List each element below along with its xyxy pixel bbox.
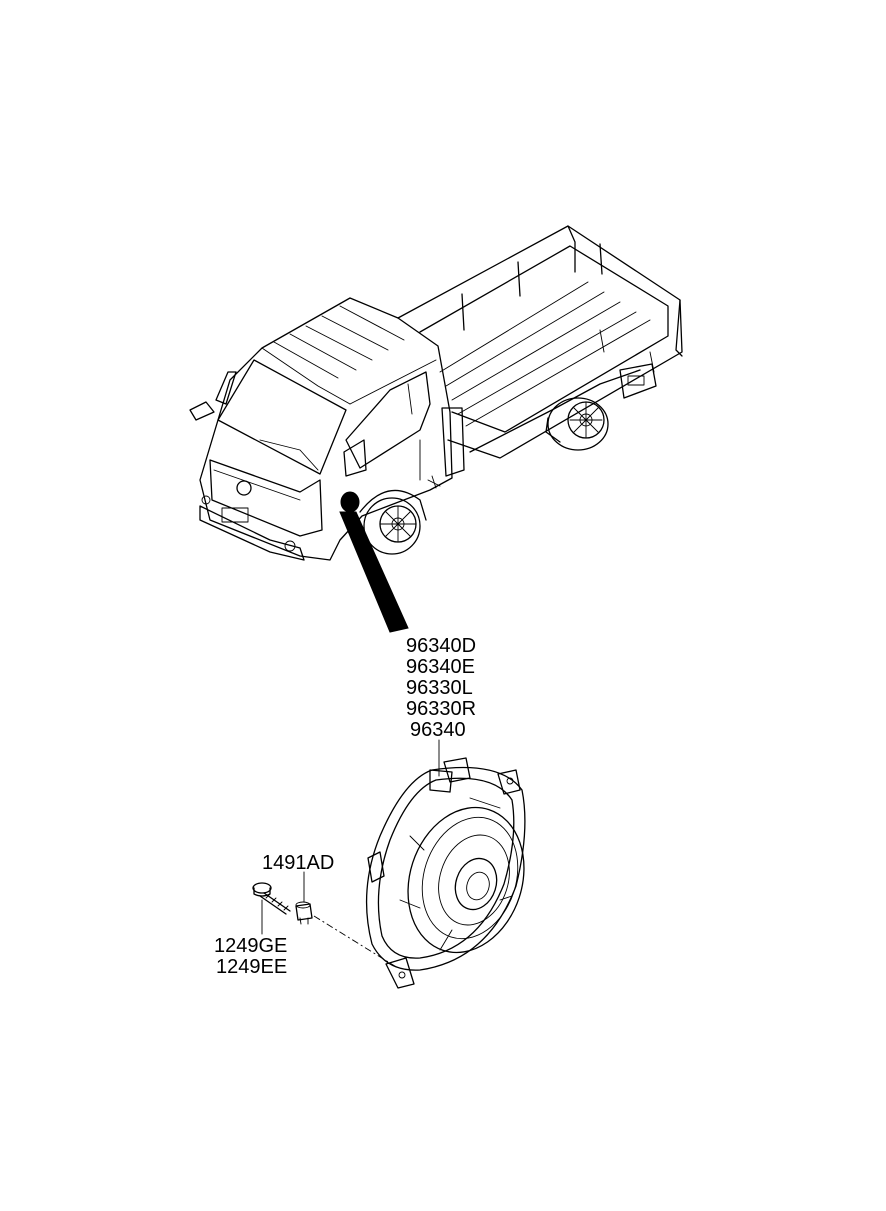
callout-96340: 96340 <box>410 719 466 741</box>
speaker-callouts: 96340D 96340E 96330L 96330R 96340 <box>406 635 476 777</box>
callout-96340D: 96340D <box>406 635 476 657</box>
callout-1249EE: 1249EE <box>216 956 287 978</box>
truck-illustration <box>189 225 683 633</box>
clip-illustration <box>295 901 313 925</box>
callout-1491AD: 1491AD <box>262 852 334 874</box>
callout-96330L: 96330L <box>406 677 473 699</box>
callout-1249GE: 1249GE <box>214 935 287 957</box>
callout-96340E: 96340E <box>406 656 475 678</box>
screw-illustration <box>252 882 291 915</box>
location-pointer <box>339 511 409 633</box>
callout-96330R: 96330R <box>406 698 476 720</box>
assembly-line <box>313 915 399 969</box>
speaker-illustration <box>365 757 526 989</box>
